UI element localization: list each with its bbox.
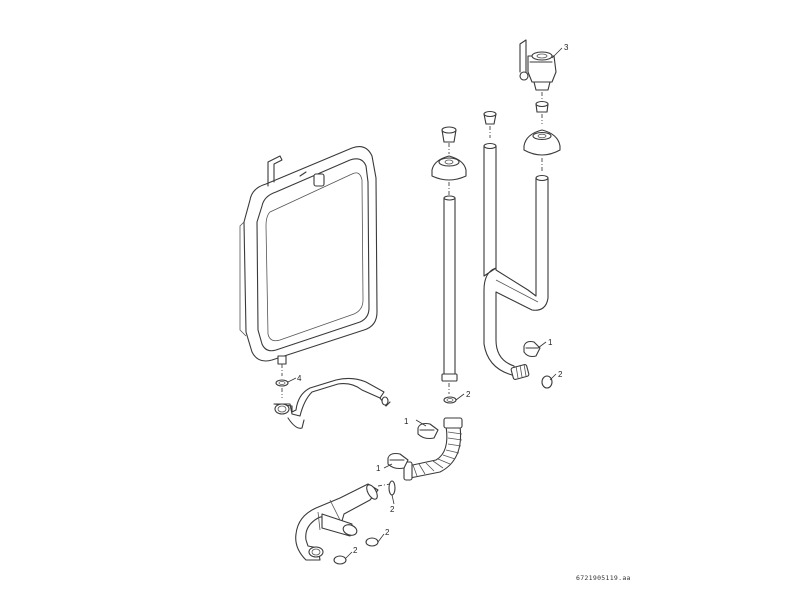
clip-mid <box>417 422 439 440</box>
tank-washer <box>275 379 289 387</box>
callout-washer-tank: 4 <box>297 374 302 383</box>
callout-clip-low: 1 <box>376 464 381 473</box>
valve-assembly <box>519 39 561 172</box>
oring-low-b <box>365 537 379 547</box>
document-id: 6721905119.aa <box>576 574 631 582</box>
u-pipe <box>483 110 549 380</box>
straight-pipe-assembly <box>431 126 467 404</box>
leader-lines <box>287 47 563 559</box>
clip-right <box>523 340 541 358</box>
corrugated-hose <box>403 417 463 481</box>
callout-clip-right: 1 <box>548 338 553 347</box>
callout-valve: 3 <box>564 43 569 52</box>
callout-oring-right: 2 <box>558 370 563 379</box>
callout-oring-low-c: 2 <box>353 546 358 555</box>
oring-low-c <box>333 555 347 565</box>
callout-clip-mid: 1 <box>404 417 409 426</box>
tank-connection-pipe <box>273 377 391 429</box>
clip-low <box>387 452 409 470</box>
callout-oring-low-a: 2 <box>390 505 395 514</box>
callout-oring-mid: 2 <box>466 390 471 399</box>
callout-oring-low-b: 2 <box>385 528 390 537</box>
oring-right <box>541 375 553 389</box>
manifold-pipe <box>295 483 379 561</box>
expansion-vessel <box>239 146 378 365</box>
oring-low-a <box>388 480 396 496</box>
